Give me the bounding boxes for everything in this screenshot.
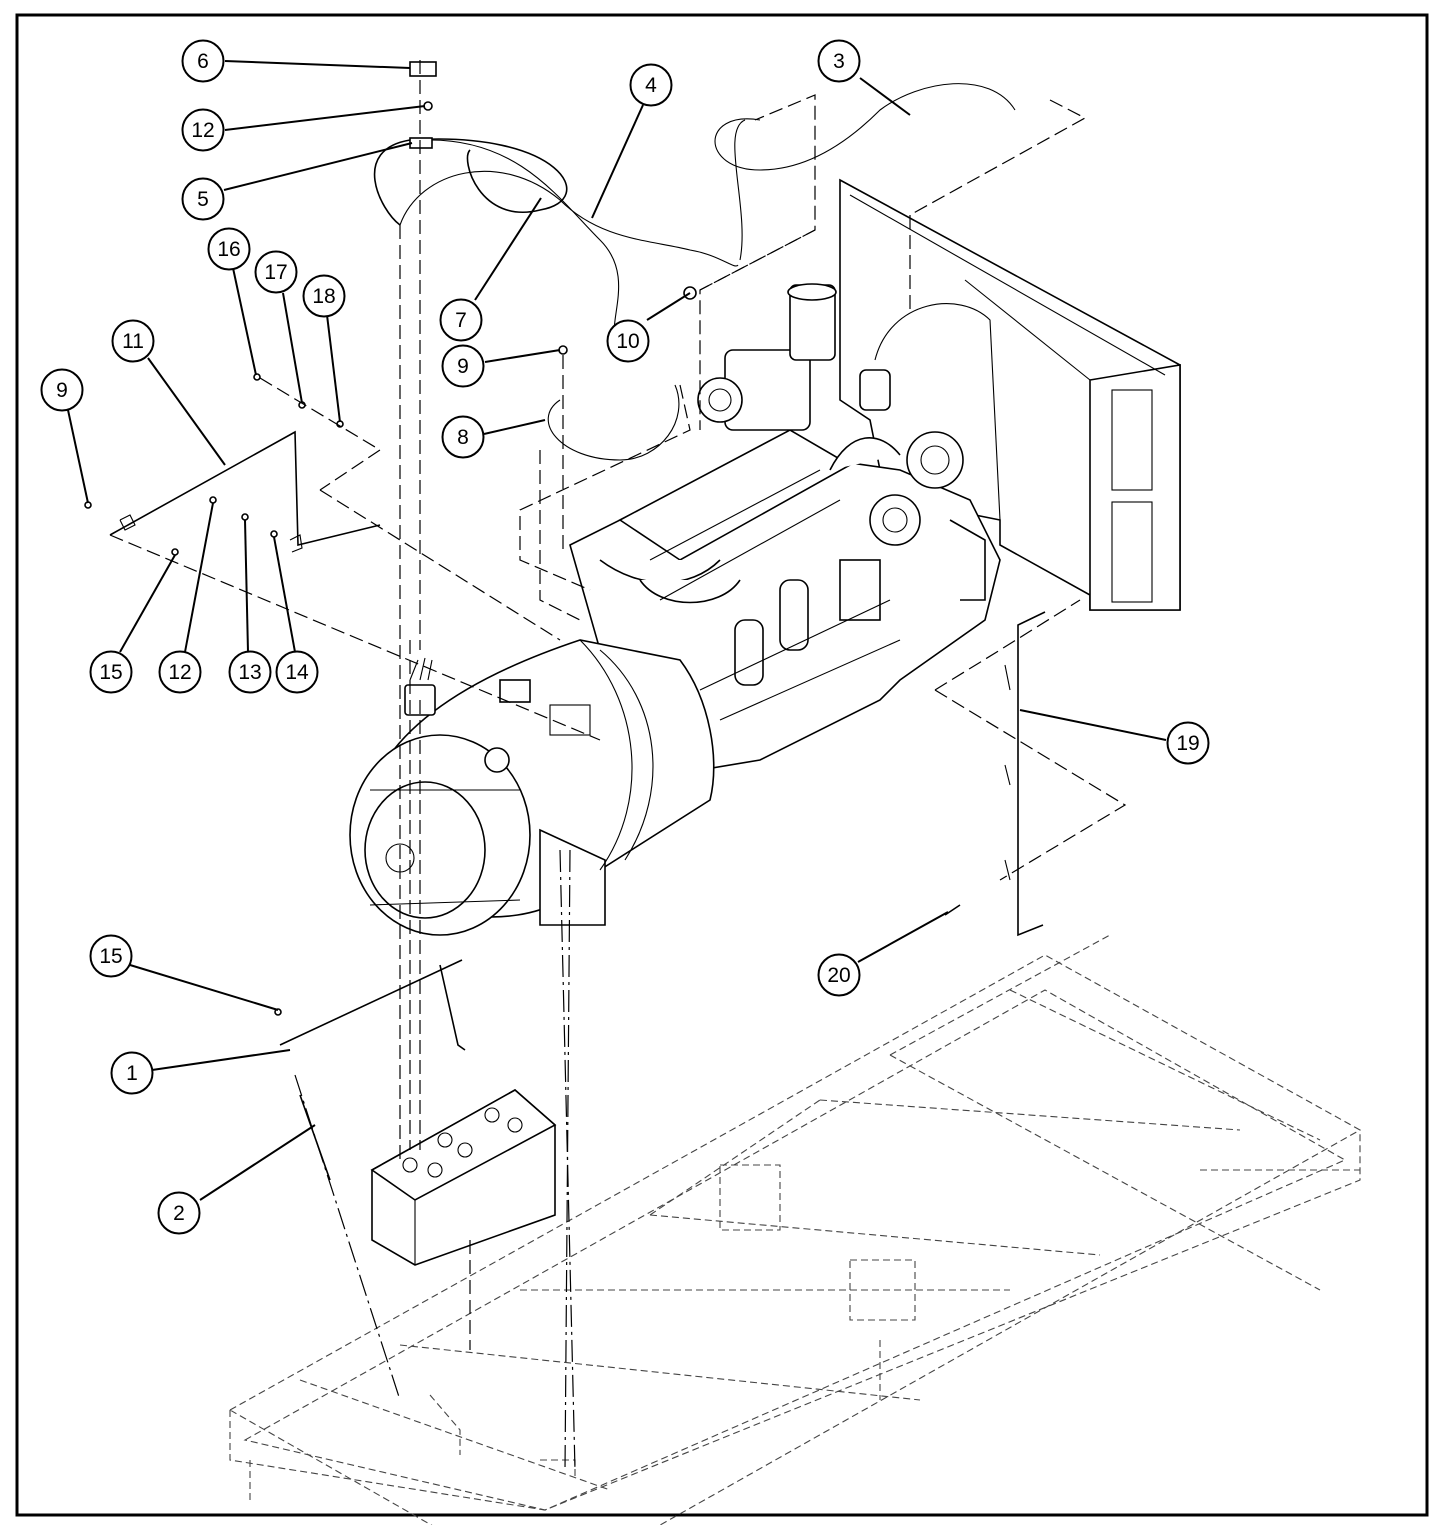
callout-7: 7 (439, 298, 483, 342)
callout-19-label: 19 (1176, 732, 1199, 755)
callout-1-label: 1 (126, 1062, 138, 1085)
callout-15-bottom-label: 15 (99, 945, 122, 968)
callout-14-label: 14 (285, 661, 309, 684)
callout-12-top: 12 (181, 108, 225, 152)
callout-10: 10 (606, 319, 650, 363)
callout-12-bottom: 12 (158, 650, 202, 694)
callout-12-top-label: 12 (191, 119, 214, 142)
callout-10-label: 10 (616, 330, 639, 353)
battery-hold-down (279, 959, 466, 1181)
assembly-lines (109, 60, 1127, 1471)
callout-19: 19 (1166, 721, 1210, 765)
callout-20-label: 20 (827, 964, 850, 987)
callout-11: 11 (111, 319, 155, 363)
callout-4: 4 (629, 63, 673, 107)
callout-8: 8 (441, 415, 485, 459)
callout-9-left-label: 9 (56, 379, 68, 402)
callout-8-label: 8 (457, 426, 469, 449)
callout-6: 6 (181, 39, 225, 83)
leader-lines (67, 60, 1167, 1201)
callout-2-label: 2 (173, 1202, 185, 1225)
callout-2: 2 (157, 1191, 201, 1235)
base-frame (228, 934, 1362, 1525)
generator (349, 639, 715, 936)
bracket-19 (1004, 611, 1046, 937)
callout-15-bottom: 15 (89, 934, 133, 978)
callout-6-label: 6 (197, 50, 209, 73)
bracket-assembly (109, 430, 381, 553)
callout-9-right-label: 9 (457, 355, 469, 378)
callout-4-label: 4 (645, 74, 657, 97)
callout-3: 3 (817, 39, 861, 83)
callout-18-label: 18 (312, 285, 335, 308)
callout-5-label: 5 (197, 188, 209, 211)
callout-12-bottom-label: 12 (168, 661, 191, 684)
callout-13-label: 13 (238, 661, 261, 684)
cables (373, 83, 1016, 461)
callout-17-label: 17 (264, 261, 287, 284)
callout-16-label: 16 (217, 238, 240, 261)
callout-13: 13 (228, 650, 272, 694)
callout-9-left: 9 (40, 368, 84, 412)
callout-15-top-label: 15 (99, 661, 122, 684)
callout-18: 18 (302, 274, 346, 318)
callout-1: 1 (110, 1051, 154, 1095)
callout-14: 14 (275, 650, 319, 694)
callout-9-right: 9 (441, 344, 485, 388)
callout-11-label: 11 (122, 330, 144, 353)
callout-17: 17 (254, 250, 298, 294)
battery (370, 1089, 557, 1266)
drawing-border (15, 13, 1429, 1517)
callout-5: 5 (181, 177, 225, 221)
callout-15-top: 15 (89, 650, 133, 694)
callout-16: 16 (207, 227, 251, 271)
callout-20: 20 (817, 953, 861, 997)
callout-7-label: 7 (455, 309, 467, 332)
callout-3-label: 3 (833, 50, 845, 73)
